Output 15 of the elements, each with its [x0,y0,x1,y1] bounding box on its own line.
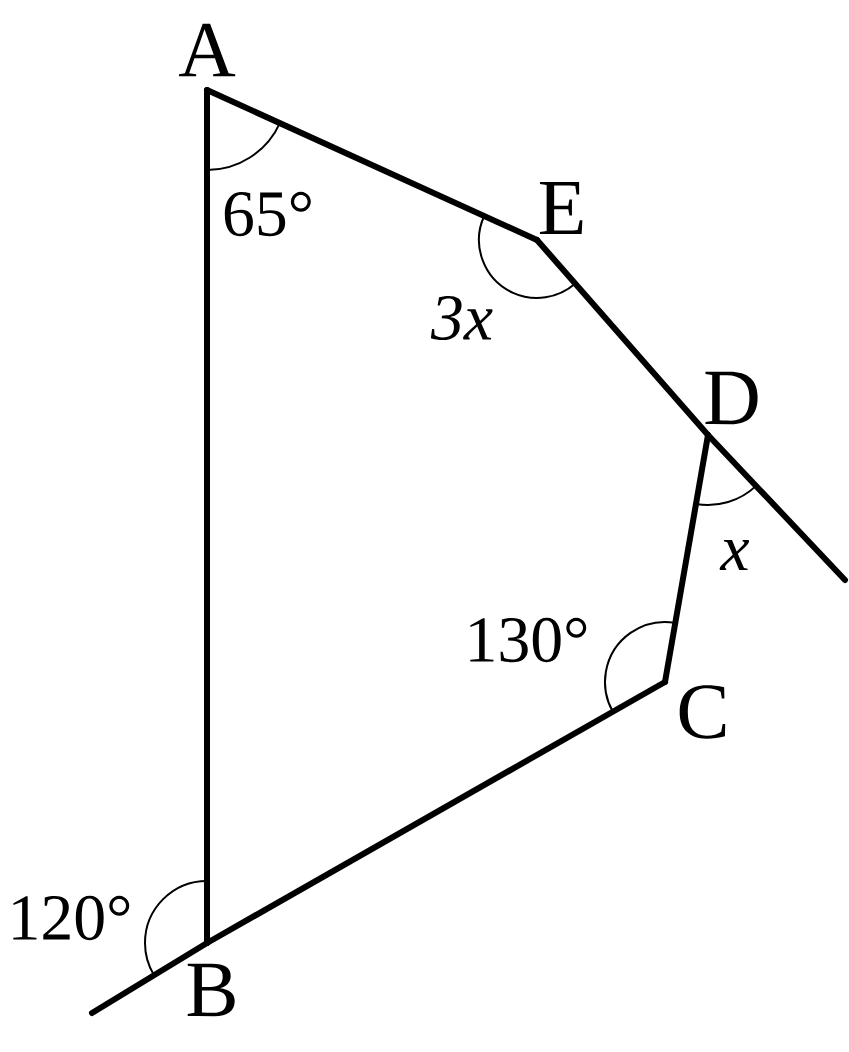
angle-label: 120° [13,895,130,941]
point-label: C [679,685,726,739]
line-segment [705,432,848,583]
point-label: D [705,371,758,425]
point-label: A [179,23,236,77]
line-segment [204,87,540,243]
line-segment [89,940,210,1016]
line-segment [534,237,711,438]
point-label: B [187,963,235,1017]
angle-label: 130° [470,617,587,663]
angle-label: 65° [224,191,311,237]
line-segment [204,679,668,946]
angle-label: 3x [430,295,493,341]
point-label: E [539,181,583,235]
angle-label: x [719,539,750,571]
